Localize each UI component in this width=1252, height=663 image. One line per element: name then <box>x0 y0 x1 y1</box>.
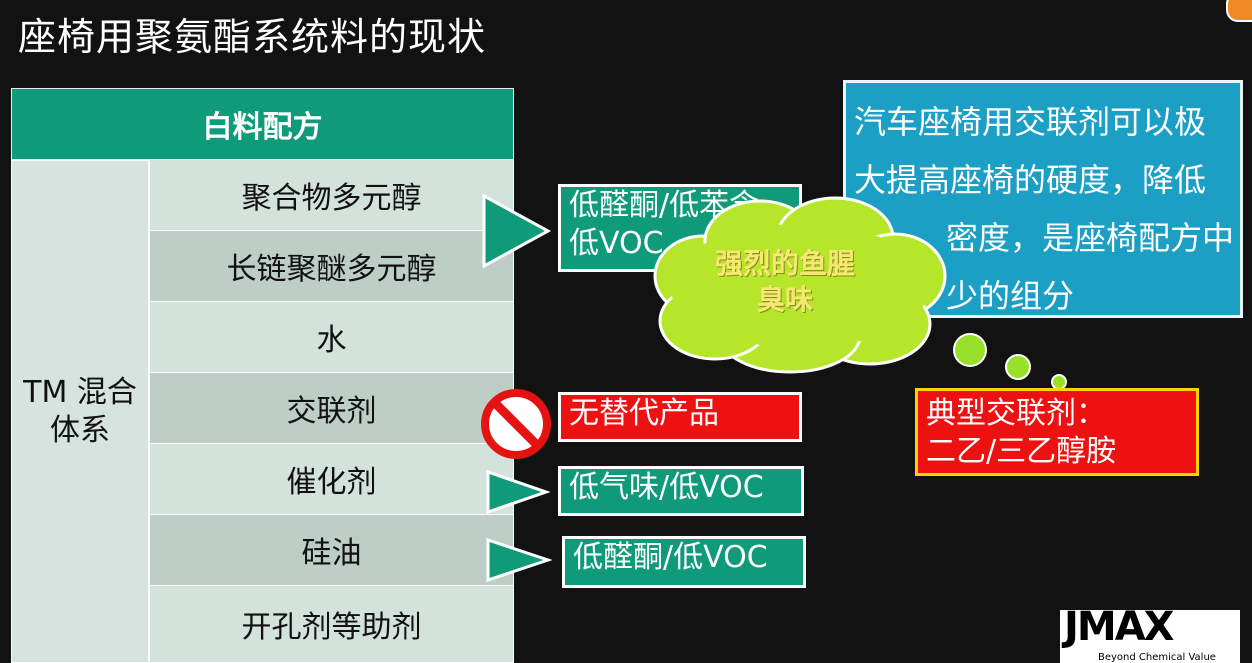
cloud-line-1: 强烈的鱼腥 <box>714 247 855 280</box>
arrow-right-icon <box>482 194 552 268</box>
callout-silicone: 低醛酮/低VOC <box>562 536 806 588</box>
table-row-crosslinker: 交联剂 <box>149 373 514 444</box>
table-row-additives: 开孔剂等助剂 <box>149 586 514 663</box>
corner-badge <box>1226 0 1252 22</box>
info-line-3: 密度，是座椅配方中 <box>946 219 1235 257</box>
tm-group-label-1: TM 混合 <box>23 374 137 410</box>
cloud-text: 强烈的鱼腥 臭味 <box>680 246 890 318</box>
callout-catalyst: 低气味/低VOC <box>558 466 804 516</box>
thought-dot <box>1005 354 1031 380</box>
thought-dot <box>953 333 987 367</box>
cloud-line-2: 臭味 <box>756 283 813 316</box>
table-row-polyether-polyol: 长链聚醚多元醇 <box>149 231 514 302</box>
callout-crosslinker: 无替代产品 <box>558 392 802 442</box>
table-row-silicone: 硅油 <box>149 515 514 586</box>
logo-tagline: Beyond Chemical Value <box>1098 652 1216 663</box>
info-line-1: 汽车座椅用交联剂可以极 <box>854 103 1207 141</box>
prohibited-icon <box>481 389 551 459</box>
formula-table: 白料配方 TM 混合 体系 聚合物多元醇 长链聚醚多元醇 水 交联剂 催化剂 硅… <box>11 88 514 663</box>
info-line-4: 少的组分 <box>946 277 1075 315</box>
company-logo: JMAX Beyond Chemical Value <box>1060 604 1240 663</box>
arrow-right-icon <box>486 470 550 514</box>
table-row-catalyst: 催化剂 <box>149 444 514 515</box>
thought-cloud <box>653 196 947 374</box>
arrow-right-icon <box>486 538 552 582</box>
table-row-polymer-polyol: 聚合物多元醇 <box>149 160 514 231</box>
typical-line-1: 典型交联剂： <box>926 396 1106 431</box>
typical-crosslinker-box: 典型交联剂： 二乙/三乙醇胺 <box>915 388 1199 476</box>
table-row-water: 水 <box>149 302 514 373</box>
tm-group-cell: TM 混合 体系 <box>11 160 149 663</box>
logo-wordmark: JMAX <box>1064 604 1174 650</box>
tm-group-label-2: 体系 <box>50 412 110 448</box>
callout-polyol-line2: 低VOC <box>569 226 664 261</box>
typical-line-2: 二乙/三乙醇胺 <box>926 434 1117 469</box>
info-line-2: 大提高座椅的硬度，降低 <box>854 161 1207 199</box>
slide-title: 座椅用聚氨酯系统料的现状 <box>18 15 487 59</box>
table-header: 白料配方 <box>11 88 514 160</box>
info-box: 汽车座椅用交联剂可以极 大提高座椅的硬度，降低 密度，是座椅配方中 少的组分 <box>843 80 1243 318</box>
